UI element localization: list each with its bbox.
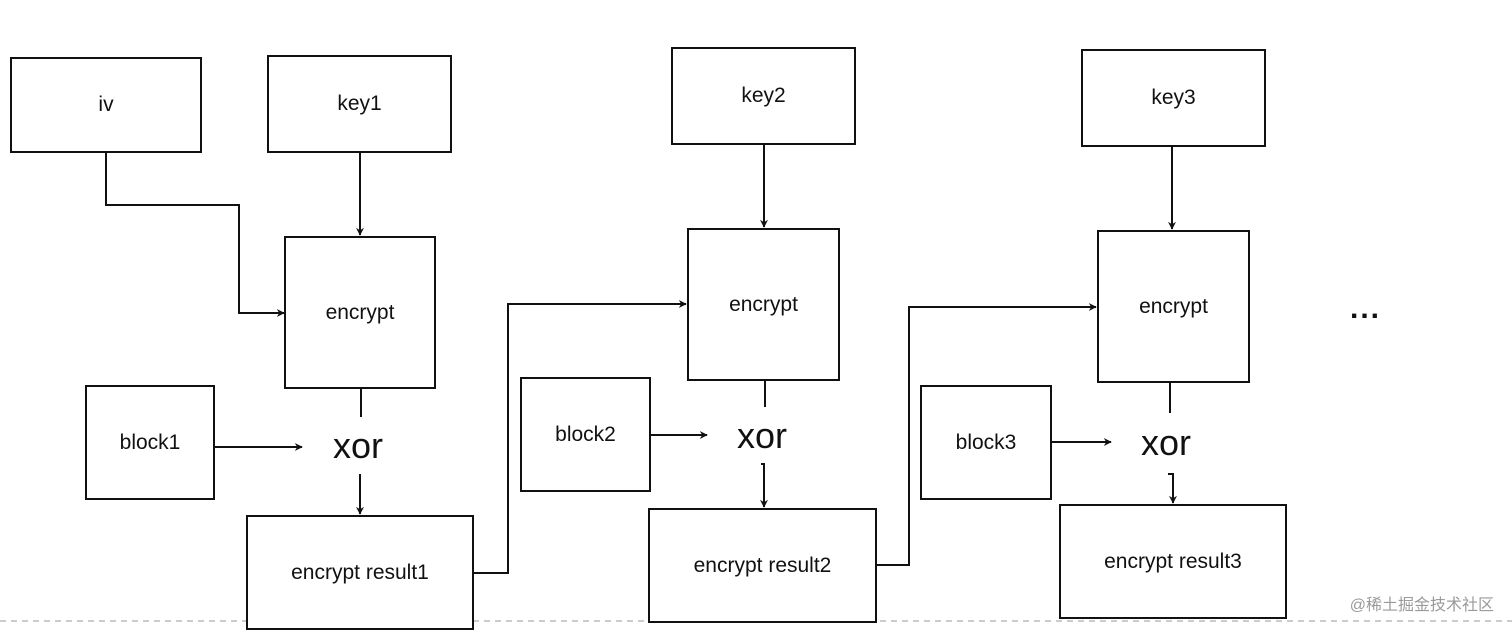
result1-box: encrypt result1 (246, 515, 474, 630)
iv-box: iv (10, 57, 202, 153)
key2-box: key2 (671, 47, 856, 145)
encrypt1-box: encrypt (284, 236, 436, 389)
xor1-label: xor (333, 425, 384, 466)
result1-to-encrypt2-arrow (474, 300, 687, 574)
result3-box: encrypt result3 (1059, 504, 1287, 619)
key3-box: key3 (1081, 49, 1266, 147)
iv-to-encrypt1-arrow (105, 151, 285, 317)
block1-box: block1 (85, 385, 215, 500)
xor3-to-result3-arrow (1168, 473, 1177, 504)
block3-box: block3 (920, 385, 1052, 500)
watermark: @稀土掘金技术社区 (1345, 591, 1494, 615)
result2-box: encrypt result2 (648, 508, 877, 623)
key1-box: key1 (267, 55, 452, 153)
result2-to-encrypt3-arrow (877, 303, 1097, 566)
xor2-to-result2-arrow (760, 463, 768, 508)
encrypt2-box: encrypt (687, 228, 840, 381)
encrypt3-box: encrypt (1097, 230, 1250, 383)
continuation-ellipsis: ... (1350, 292, 1382, 325)
xor2-label: xor (737, 415, 788, 456)
block2-box: block2 (520, 377, 651, 492)
xor3-label: xor (1141, 422, 1192, 463)
